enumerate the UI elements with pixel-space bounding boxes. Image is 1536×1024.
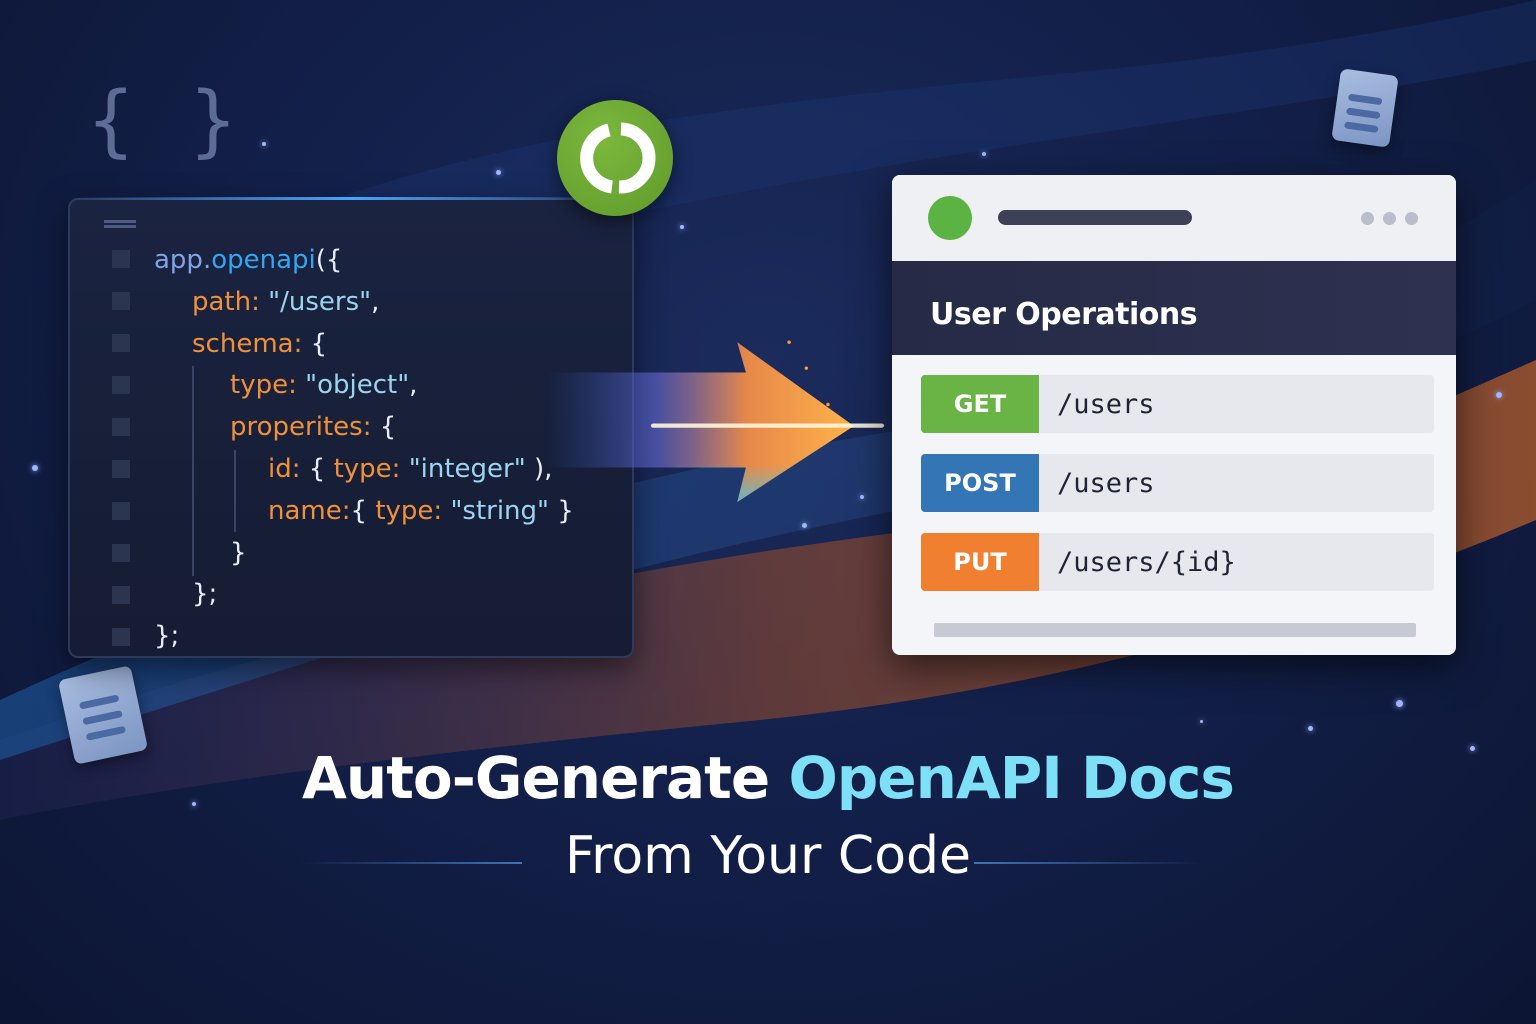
code-line: }; <box>154 621 180 652</box>
operation-row-get[interactable]: GET /users <box>921 375 1434 433</box>
divider-left <box>300 862 522 864</box>
method-badge: PUT <box>921 533 1039 591</box>
line-gutter <box>112 250 130 670</box>
method-badge: GET <box>921 375 1039 433</box>
method-badge: POST <box>921 454 1039 512</box>
menu-icon <box>104 220 136 228</box>
code-line: schema: { <box>192 328 328 359</box>
code-line: id: { type: "integer" ), <box>268 453 553 484</box>
code-line: properites: { <box>230 412 397 443</box>
code-line: name:{ type: "string" } <box>268 495 574 526</box>
sync-badge-icon <box>557 100 673 216</box>
code-line: } <box>230 537 247 568</box>
editor-glow-line <box>70 197 630 200</box>
indent-guide <box>192 366 194 576</box>
code-line: type: "object", <box>230 370 418 401</box>
code-block: app.openapi({ path: "/users", schema: { typ… <box>154 240 574 658</box>
code-line: app.openapi({ <box>154 245 343 275</box>
api-docs-window: User Operations GET /users POST /users P… <box>892 175 1456 655</box>
subtitle: From Your Code <box>564 826 972 886</box>
window-titlebar <box>892 175 1456 261</box>
headline: Auto-Generate OpenAPI Docs <box>0 744 1536 812</box>
footer-placeholder-bar <box>934 623 1416 637</box>
headline-main: Auto-Generate <box>302 744 789 812</box>
status-dot <box>928 196 972 240</box>
section-header: User Operations <box>892 261 1456 355</box>
code-line: path: "/users", <box>192 286 380 317</box>
title-placeholder-bar <box>998 210 1192 225</box>
operation-row-post[interactable]: POST /users <box>921 454 1434 512</box>
more-options-icon[interactable] <box>1361 212 1418 225</box>
operation-row-put[interactable]: PUT /users/{id} <box>921 533 1434 591</box>
braces-icon: { } <box>86 76 253 166</box>
divider-right <box>974 862 1204 864</box>
code-editor-panel: app.openapi({ path: "/users", schema: { typ… <box>68 197 634 658</box>
endpoint-path: /users <box>1057 467 1155 499</box>
document-icon-top-right <box>1331 68 1399 148</box>
endpoint-path: /users/{id} <box>1057 546 1236 578</box>
refresh-icon <box>580 122 656 194</box>
indent-guide <box>234 450 236 532</box>
headline-accent: OpenAPI Docs <box>788 744 1235 812</box>
transform-arrow-icon <box>547 340 885 503</box>
section-title: User Operations <box>930 297 1198 332</box>
code-line: }; <box>192 579 218 610</box>
operations-list: GET /users POST /users PUT /users/{id} <box>892 355 1456 591</box>
endpoint-path: /users <box>1057 388 1155 420</box>
